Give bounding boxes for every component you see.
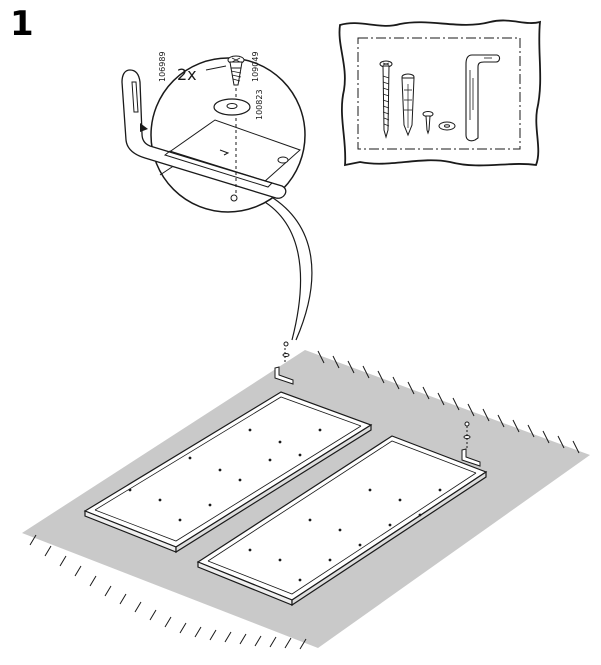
callout-washer: [213, 98, 251, 116]
part-number-washer: 100823: [255, 89, 264, 120]
small-bracket-right: [461, 421, 481, 467]
wall-screw-icon: [379, 60, 393, 139]
part-number-bracket: 106989: [158, 51, 167, 82]
step-number: 1: [10, 4, 34, 44]
part-number-screw: 109049: [251, 51, 260, 82]
wall-plug-icon: [401, 73, 415, 137]
panel-left-holes: [128, 428, 322, 522]
wall-hardware-box: [338, 19, 542, 167]
panel-left: [83, 391, 373, 554]
panel-right-holes: [248, 488, 442, 582]
panel-right: [196, 435, 488, 607]
l-bracket-icon: [465, 54, 501, 142]
quantity-label: 2x: [177, 65, 197, 84]
detail-callout: 2x 109049 106989 100823: [121, 51, 313, 341]
washer-icon: [438, 121, 456, 131]
small-screw-icon: [422, 111, 434, 135]
small-bracket-left: [274, 341, 294, 385]
callout-screw: [227, 55, 245, 86]
floor-fringe: [29, 350, 580, 650]
